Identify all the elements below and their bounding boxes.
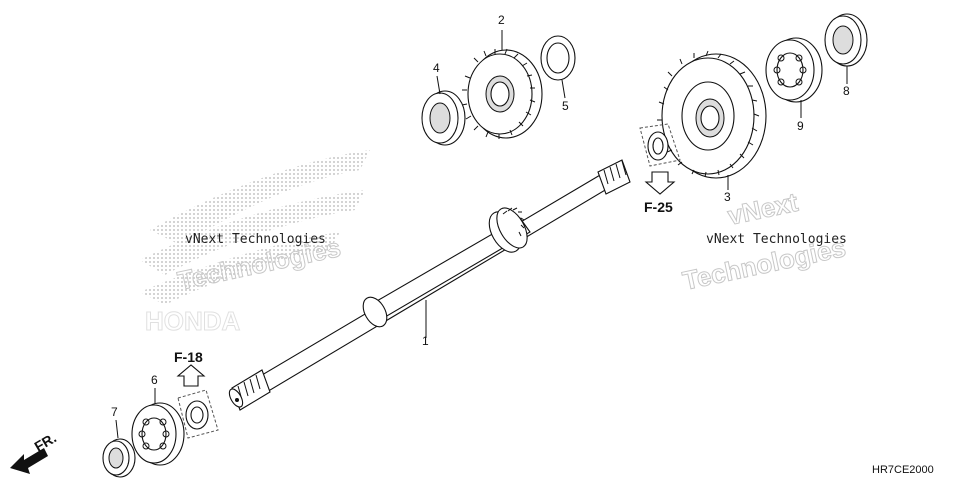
ref-arrow-f25 — [644, 171, 676, 195]
bearing-part-6 — [131, 402, 185, 466]
callout-9: 9 — [797, 119, 804, 133]
ref-label-f25: F-25 — [644, 199, 673, 215]
dashed-washer-f25 — [639, 123, 681, 167]
shaft-part-1 — [228, 159, 631, 411]
watermark-vnext-right: vNext — [725, 187, 801, 231]
callout-8: 8 — [843, 84, 850, 98]
gear-part-3 — [657, 50, 767, 179]
washer-part-5 — [540, 35, 576, 81]
callout-6: 6 — [151, 373, 158, 387]
shaft-spline-gear — [496, 207, 528, 249]
seal-part-8 — [824, 13, 868, 67]
callout-1: 1 — [422, 334, 429, 348]
callout-5: 5 — [562, 99, 569, 113]
ref-arrow-f18 — [176, 364, 206, 387]
honda-brand-watermark: HONDA — [145, 306, 241, 336]
honda-wing-watermark: HONDA — [140, 150, 370, 337]
callout-2: 2 — [498, 13, 505, 27]
watermark-text-left: vNext Technologies — [185, 232, 326, 247]
dashed-washer-f18 — [177, 389, 219, 439]
bearing-part-4 — [421, 90, 466, 146]
watermark-text-right: vNext Technologies — [706, 232, 847, 247]
callout-4: 4 — [433, 61, 440, 75]
callout-7: 7 — [111, 405, 118, 419]
ref-label-f18: F-18 — [174, 349, 203, 365]
gear-part-2 — [461, 48, 543, 139]
diagram-code: HR7CE2000 — [872, 464, 934, 476]
front-direction-arrow: FR. — [10, 429, 59, 474]
callout-3: 3 — [724, 190, 731, 204]
front-direction-label: FR. — [32, 429, 60, 454]
seal-part-7 — [102, 438, 136, 478]
bearing-part-9 — [765, 37, 823, 103]
